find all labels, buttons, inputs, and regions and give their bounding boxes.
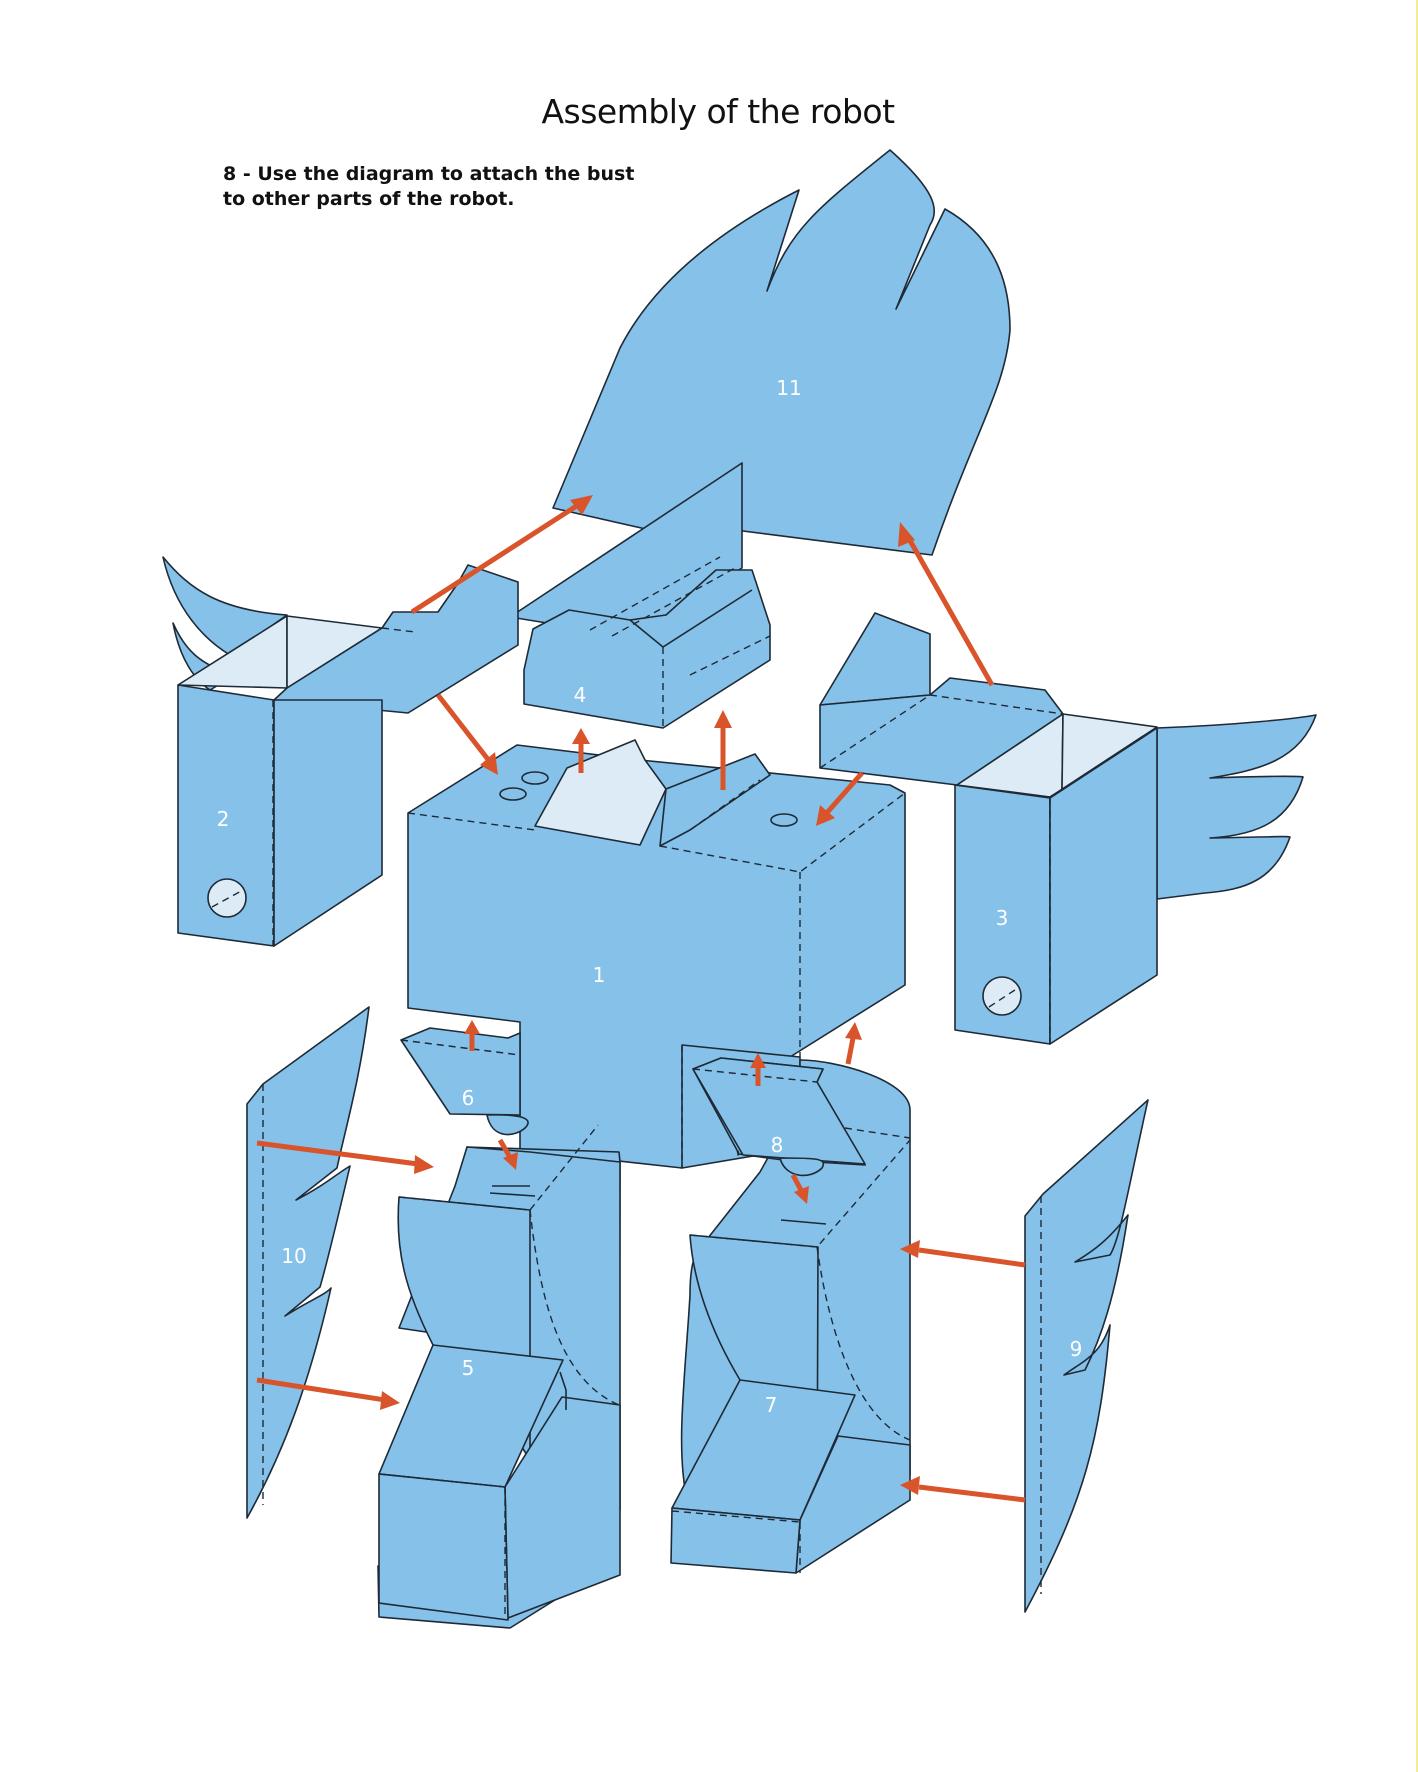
arrow-head [900, 1476, 920, 1495]
slot-mark-left [489, 1192, 536, 1197]
arrow-to-bust-left [436, 693, 492, 764]
arrow-head [572, 728, 590, 744]
arrow-head [414, 1155, 434, 1174]
part-8-label: 8 [771, 1133, 784, 1157]
arrow-head [900, 1240, 920, 1258]
part-7-label: 7 [765, 1393, 778, 1417]
page-edge [1416, 0, 1418, 1772]
part-5-left-leg: 5 [377, 1124, 621, 1629]
instruction-line-1: 8 - Use the diagram to attach the bust [223, 162, 634, 187]
arrow-fin10-top [256, 1140, 419, 1167]
part-4-label: 4 [574, 683, 587, 707]
arrow-head [750, 1053, 766, 1068]
arrow-head [714, 710, 732, 728]
page-title: Assembly of the robot [0, 92, 1418, 131]
assembly-arrows [256, 495, 1026, 1503]
step-separator: - [236, 163, 258, 185]
part-11-label: 11 [776, 376, 801, 400]
arrow-head [816, 805, 835, 826]
arrow-head [898, 522, 915, 547]
arrow-flap8-down [790, 1173, 805, 1194]
arrow-head [480, 752, 498, 775]
instruction-line1-text: Use the diagram to attach the bust [257, 163, 635, 185]
arrow-head [570, 495, 593, 515]
part-2-label: 2 [217, 807, 230, 831]
arrow-leg7-up [845, 1037, 856, 1065]
part-2-left-arm: 2 [162, 556, 519, 947]
arrow-head [845, 1022, 862, 1040]
part-4-head: 4 [509, 462, 771, 729]
arrow-head [380, 1391, 400, 1410]
arrow-to-crest-right [905, 535, 995, 687]
part-9-right-fin: 9 [1024, 1099, 1149, 1613]
part-10-label: 10 [281, 1244, 306, 1268]
instruction-text: 8 - Use the diagram to attach the bust t… [223, 162, 634, 212]
step-number: 8 [223, 163, 237, 185]
part-7-right-leg: 7 [670, 1059, 911, 1574]
arrow-head [794, 1186, 809, 1204]
instruction-line-2: to other parts of the robot. [223, 188, 515, 210]
part-9-label: 9 [1070, 1337, 1083, 1361]
arrow-head [503, 1152, 518, 1170]
arrow-to-crest-left [410, 502, 580, 615]
arrow-head [464, 1020, 480, 1034]
part-6-label: 6 [462, 1086, 475, 1110]
part-5-label: 5 [462, 1356, 475, 1380]
part-3-right-arm: 3 [819, 612, 1317, 1045]
arrow-fin9-bottom [918, 1484, 1026, 1503]
slot-mark-right [780, 1219, 827, 1225]
part-8-flap: 8 [692, 1057, 866, 1177]
part-6-flap: 6 [400, 1027, 529, 1136]
part-1-label: 1 [593, 963, 606, 987]
arrow-to-bust-right [823, 771, 864, 817]
part-11-crest: 11 [552, 149, 1011, 556]
part-3-label: 3 [996, 906, 1009, 930]
arrow-fin9-top [918, 1247, 1026, 1268]
title-text: Assembly of the robot [541, 92, 895, 131]
arrow-fin10-bottom [256, 1377, 386, 1403]
part-10-left-fin: 10 [246, 1006, 370, 1519]
